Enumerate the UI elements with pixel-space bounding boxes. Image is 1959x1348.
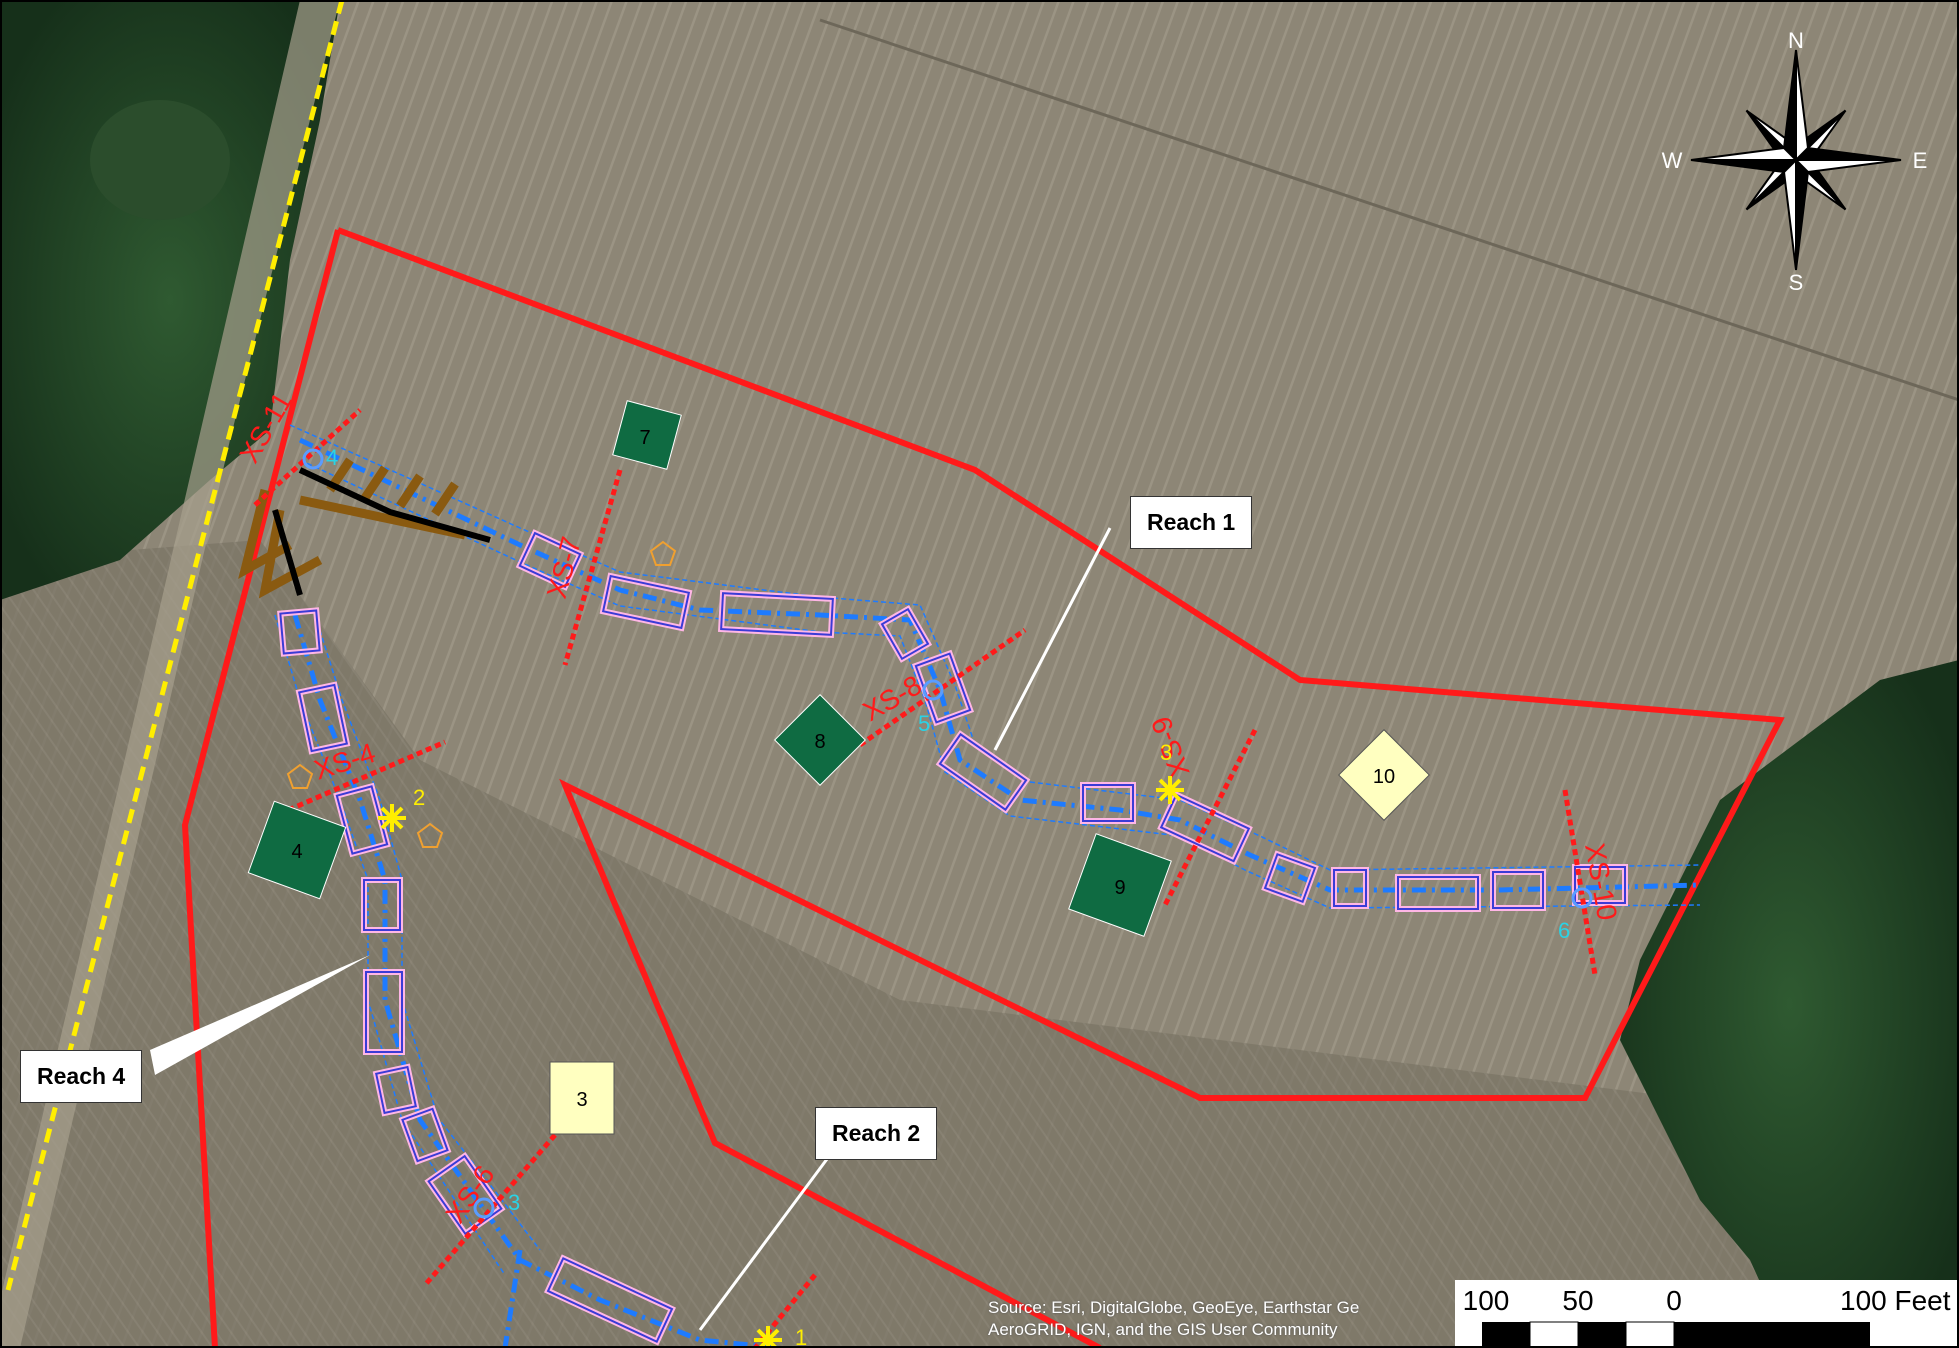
scale-label-0: 0 [1666,1285,1682,1316]
scale-bar [1482,1321,1870,1348]
compass-north: N [1788,28,1804,53]
point-4-label: 4 [326,445,338,470]
reach1-bank-left [289,424,1701,871]
scale-label-50: 50 [1562,1285,1593,1316]
cross-section-lines [253,408,1598,1348]
photo-station-markers [378,776,1184,1348]
reach1-callout: Reach 1 [1130,496,1253,549]
point-5-label: 5 [918,711,930,736]
grade-control-structures [238,457,466,599]
reach4-callout: Reach 4 [20,1050,143,1103]
reach4-leader [150,955,370,1075]
marker-8-label: 8 [814,731,825,753]
reach4-centerline [292,614,781,1348]
reach1-centerline [298,437,1701,893]
field-boundary-line [819,18,1959,402]
tree-canopy [90,100,230,220]
map-attribution: Source: Esri, DigitalGlobe, GeoEye, Eart… [988,1297,1359,1341]
attribution-line-1: Source: Esri, DigitalGlobe, GeoEye, Eart… [988,1298,1360,1317]
point-6-label: 6 [1558,918,1570,943]
attribution-line-2: AeroGRID, IGN, and the GIS User Communit… [988,1320,1338,1339]
marker-3-label: 3 [576,1089,587,1111]
station-3-label: 3 [1160,740,1172,765]
yellow-markers [549,729,1430,1135]
scale-label-100: 100 [1463,1285,1510,1316]
compass-east: E [1913,148,1928,173]
tree-belt-right [1620,660,1959,1348]
lower-field [0,540,1959,1348]
existing-channel-branch [272,509,303,596]
reach1-leader [993,527,1112,751]
compass-west: W [1662,148,1683,173]
point-3-label: 3 [508,1190,520,1215]
reach2-centerline [502,1249,523,1348]
marker-4-label: 4 [291,841,302,863]
scale-label-feet: 100 Feet [1840,1285,1951,1316]
pentagon-markers [286,540,677,848]
station-1-label: 1 [795,1325,807,1348]
north-arrow-icon [1690,49,1902,271]
marker-9-label: 9 [1114,877,1125,899]
green-markers [247,400,1172,937]
reach2-callout: Reach 2 [815,1107,938,1160]
reach1-bank-right [299,459,1701,909]
marker-7-label: 7 [639,427,650,449]
station-2-label: 2 [413,785,425,810]
reach2-leader [698,1154,832,1331]
compass-south: S [1789,270,1804,295]
tree-belt-left [0,0,340,600]
marker-10-label: 10 [1373,766,1395,788]
project-boundary-west [181,229,341,1348]
reach4-bank-right [314,614,541,1251]
existing-channel [298,467,491,543]
project-boundary-east [336,227,1785,1348]
survey-points [302,448,1593,1219]
